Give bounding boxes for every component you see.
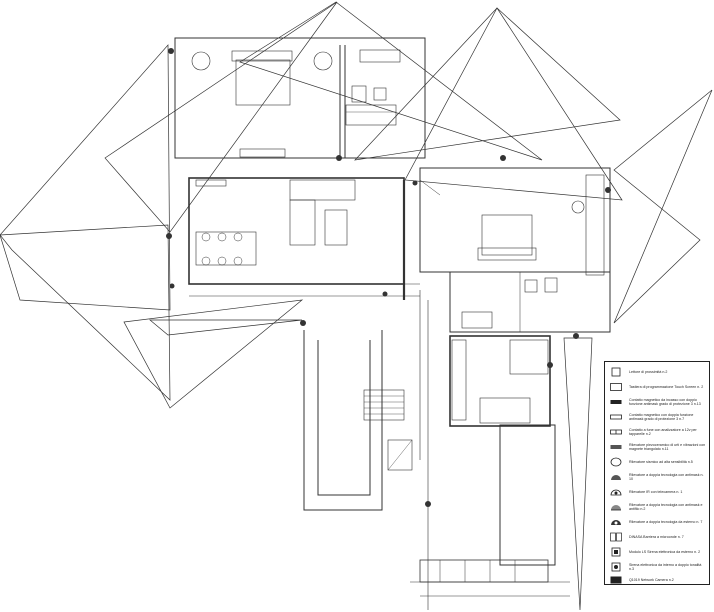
legend-label: Lettore di prossimità n.2: [629, 369, 668, 374]
legend-label: Contatto magnetico da incasso con doppio…: [629, 397, 701, 406]
legend-label: Rilevatore a doppia tecnologia con antim…: [629, 472, 704, 481]
legend-row: Rilevatore a doppia tecnologia da estern…: [605, 514, 709, 530]
ir-camera-detector-icon: [609, 486, 623, 498]
legend-row: Q1019 Network Camera n.2: [605, 572, 709, 588]
legend-label: Rilevatore a doppia tecnologia con antim…: [629, 502, 703, 511]
legend-label: Contatto a fune con analizzatore a 12v p…: [629, 427, 697, 436]
legend-row: Sirena elettronica da interno a doppio t…: [605, 559, 709, 575]
rope-contact-icon: [609, 426, 623, 438]
legend-label: Contatto magnetico con doppia funzione a…: [629, 412, 694, 421]
bathroom: [449, 271, 611, 333]
sensor-markers: [166, 48, 611, 507]
outdoor-siren-icon: [609, 546, 623, 558]
utility-block: [410, 424, 570, 597]
outdoor-detector-icon: [609, 516, 623, 528]
study-room: [449, 335, 551, 427]
dual-tech-detector-icon: [609, 471, 623, 483]
vibration-detector-icon: [609, 441, 623, 453]
legend-label: Tastiera di programmazione Touch Screen …: [629, 384, 704, 389]
microwave-barrier-icon: [609, 531, 623, 543]
legend-label: Rilevatore a doppia tecnologia da estern…: [629, 519, 703, 524]
legend: Lettore di prossimità n.2 Tastiera di pr…: [604, 361, 710, 585]
magnetic-contact-icon: [609, 396, 623, 408]
legend-row: Contatto a fune con analizzatore a 12v p…: [605, 424, 709, 440]
bedroom-top: [174, 37, 426, 159]
legend-label: Modulo LS Sirena elettronica da esterno …: [629, 549, 701, 554]
living-room: [188, 177, 420, 300]
legend-label: Rilevatore IR con telecamera n. 1: [629, 489, 683, 494]
legend-row: Modulo LS Sirena elettronica da esterno …: [605, 544, 709, 560]
legend-row: Contatto magnetico da incasso con doppio…: [605, 394, 709, 410]
legend-row: Tastiera di programmazione Touch Screen …: [605, 379, 709, 395]
legend-row: Rilevatore a doppia tecnologia con antim…: [605, 499, 709, 515]
proximity-reader-icon: [609, 366, 623, 378]
network-camera-icon: [609, 574, 623, 586]
legend-row: Rilevatore IR con telecamera n. 1: [605, 484, 709, 500]
legend-row: Rilevatore piezoceramico di urti e vibra…: [605, 439, 709, 455]
indoor-siren-icon: [609, 561, 623, 573]
legend-label: DINASA Barriera a microonde n. 7: [629, 534, 684, 539]
legend-label: Sirena elettronica da interno a doppio t…: [629, 562, 702, 571]
legend-row: Rilevatore sismico ad alta sensibilità n…: [605, 454, 709, 470]
legend-label: Rilevatore piezoceramico di urti e vibra…: [629, 442, 706, 451]
corridor: [303, 290, 429, 610]
seismic-detector-icon: [609, 456, 623, 468]
magnetic-contact-surface-icon: [609, 411, 623, 423]
legend-row: Contatto magnetico con doppia funzione a…: [605, 409, 709, 425]
legend-row: DINASA Barriera a microonde n. 7: [605, 529, 709, 545]
legend-row: Lettore di prossimità n.2: [605, 364, 709, 380]
dual-tech-antifilo-icon: [609, 501, 623, 513]
legend-label: Rilevatore sismico ad alta sensibilità n…: [629, 459, 693, 464]
legend-label: Q1019 Network Camera n.2: [629, 577, 674, 582]
touch-keypad-icon: [609, 381, 623, 393]
legend-row: Rilevatore a doppia tecnologia con antim…: [605, 469, 709, 485]
